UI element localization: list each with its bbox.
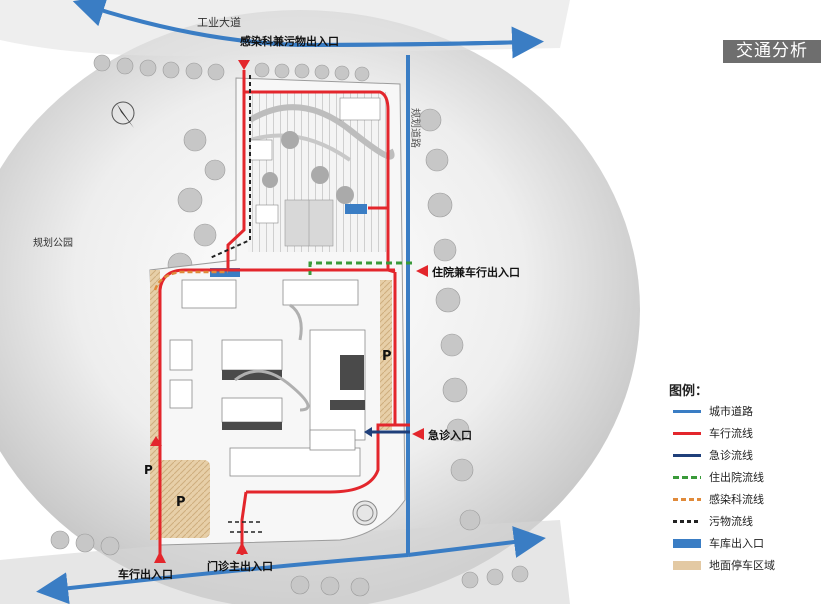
legend-item-waste-flow: 污物流线: [669, 511, 819, 533]
legend-swatch: [673, 539, 701, 548]
building-shadows: [222, 355, 365, 430]
parking-marker-west: P: [144, 463, 153, 477]
legend-item-infection-flow: 感染科流线: [669, 489, 819, 511]
legend-label: 车行流线: [709, 427, 753, 440]
infection-waste-entrance-label: 感染科兼污物出入口: [240, 34, 339, 48]
planned-park-label: 规划公园: [33, 236, 73, 249]
emergency-entrance-label: 急诊入口: [428, 428, 472, 442]
planned-road-label: 规划道路: [409, 108, 422, 148]
parking-areas: [150, 270, 392, 540]
legend-swatch: [673, 498, 701, 501]
emergency-flow-arrow: [364, 427, 372, 437]
legend-swatch: [673, 476, 701, 479]
legend-label: 城市道路: [709, 405, 753, 418]
legend-item-city-road: 城市道路: [669, 401, 819, 423]
legend-swatch: [673, 454, 701, 457]
inpatient-flow: [308, 261, 412, 275]
legend-label: 急诊流线: [709, 449, 753, 462]
parking-marker-lot: P: [176, 495, 186, 510]
legend-swatch: [673, 520, 701, 523]
parking-marker-east: P: [382, 349, 392, 364]
courtyards: [234, 303, 310, 412]
legend-swatch: [673, 432, 701, 435]
emergency-entrance-icon: [412, 428, 424, 440]
garage-entrances: [210, 204, 367, 277]
diagram-title: 交通分析: [723, 40, 821, 63]
inpatient-entrance-icon: [416, 265, 428, 277]
legend-label: 感染科流线: [709, 493, 764, 506]
legend-label: 住出院流线: [709, 471, 764, 484]
outpatient-entrance-icon: [236, 542, 248, 554]
legend-item-vehicle-flow: 车行流线: [669, 423, 819, 445]
industrial-avenue-label: 工业大道: [197, 15, 241, 29]
entrance-markers: [150, 60, 428, 563]
legend-swatch: [673, 561, 701, 570]
legend: 图例： 城市道路 车行流线 急诊流线 住出院流线 感染科流线 污物流线 车库出入…: [669, 380, 819, 577]
north-garden: [248, 92, 395, 252]
inpatient-entrance-label: 住院兼车行出入口: [432, 265, 520, 279]
legend-swatch: [673, 410, 701, 413]
legend-title: 图例：: [669, 384, 709, 399]
trees: [50, 54, 529, 597]
compass-icon: [111, 101, 135, 128]
waste-flow: [209, 75, 251, 259]
vehicle-entrance-label: 车行出入口: [118, 567, 173, 581]
legend-item-garage-entrance: 车库出入口: [669, 533, 819, 555]
legend-label: 污物流线: [709, 515, 753, 528]
city-roads: [36, 0, 546, 605]
waste-flow-south: [228, 521, 262, 533]
legend-item-inpatient-flow: 住出院流线: [669, 467, 819, 489]
legend-item-parking-area: 地面停车区域: [669, 555, 819, 577]
vehicle-entrance-icon: [154, 551, 166, 563]
legend-item-emergency-flow: 急诊流线: [669, 445, 819, 467]
legend-label: 车库出入口: [709, 537, 764, 550]
infection-waste-entrance-icon: [238, 60, 250, 70]
infection-flow: [153, 270, 228, 291]
outpatient-entrance-label: 门诊主出入口: [207, 559, 273, 573]
helipad: [352, 500, 378, 526]
legend-label: 地面停车区域: [709, 559, 775, 572]
